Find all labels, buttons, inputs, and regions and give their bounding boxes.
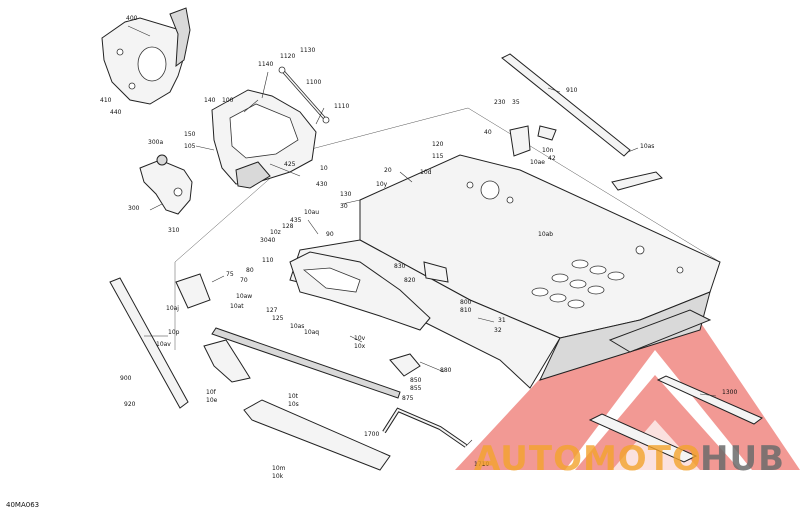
callout-label: 42 bbox=[548, 155, 556, 162]
callout-label: 3040 bbox=[260, 237, 275, 244]
callout-label: 10s bbox=[288, 401, 299, 408]
figure-code: 40MA063 bbox=[6, 501, 40, 509]
callout-label: 128 bbox=[282, 223, 294, 230]
callout-label: 410 bbox=[100, 97, 112, 104]
callout-label: 120 bbox=[432, 141, 444, 148]
callout-label: 35 bbox=[512, 99, 520, 106]
callout-label: 10f bbox=[206, 389, 217, 396]
callout-label: 880 bbox=[440, 367, 452, 374]
callout-label: 75 bbox=[226, 271, 234, 278]
bottom-rail bbox=[243, 399, 391, 471]
callout-label: 10aq bbox=[304, 329, 319, 336]
callout-label: 1120 bbox=[280, 53, 295, 60]
callout-label: 300 bbox=[128, 205, 140, 212]
callout-label: 800 bbox=[460, 299, 472, 306]
callout-label: 830 bbox=[394, 263, 406, 270]
lower-trim-strip bbox=[109, 277, 189, 409]
callout-label: 910 bbox=[566, 87, 578, 94]
callout-label: 820 bbox=[404, 277, 416, 284]
callout-label: 125 bbox=[272, 315, 284, 322]
strut-rod bbox=[278, 66, 330, 124]
callout-label: 30 bbox=[340, 203, 348, 210]
callout-label: 1300 bbox=[722, 389, 737, 396]
callout-label: 10 bbox=[320, 165, 328, 172]
callout-label: 10av bbox=[156, 341, 171, 348]
callout-label: 10aj bbox=[166, 305, 179, 312]
callout-label: 1110 bbox=[334, 103, 349, 110]
callout-label: 10at bbox=[230, 303, 244, 310]
callout-label: 920 bbox=[124, 401, 136, 408]
watermark-text: AUTOMOTO HUB bbox=[474, 439, 785, 479]
callout-label: 850 bbox=[410, 377, 422, 384]
left-side-bracket bbox=[139, 154, 193, 215]
callout-label: 110 bbox=[262, 257, 274, 264]
rub-strip bbox=[211, 327, 401, 399]
bar-1700 bbox=[382, 407, 468, 448]
callout-label: 1130 bbox=[300, 47, 315, 54]
callout-label: 115 bbox=[432, 153, 444, 160]
watermark-word-1: AUTOMOTO bbox=[474, 439, 702, 479]
callout-label: 400 bbox=[126, 15, 138, 22]
callout-label: 127 bbox=[266, 307, 278, 314]
callout-label: 855 bbox=[410, 385, 422, 392]
callout-label: 10z bbox=[270, 229, 281, 236]
callout-label: 230 bbox=[494, 99, 506, 106]
callout-label: 10aw bbox=[236, 293, 252, 300]
callout-label: 105 bbox=[184, 143, 196, 150]
callout-label: 10d bbox=[420, 169, 432, 176]
callout-label: 10x bbox=[354, 343, 366, 350]
callout-label: 900 bbox=[120, 375, 132, 382]
callout-label: 10ab bbox=[538, 231, 553, 238]
callout-label: 875 bbox=[402, 395, 414, 402]
callout-label: 810 bbox=[460, 307, 472, 314]
watermark-word-2: HUB bbox=[700, 439, 785, 479]
callout-label: 1100 bbox=[306, 79, 321, 86]
callout-label: 10as bbox=[290, 323, 304, 330]
callout-label: 10e bbox=[206, 397, 218, 404]
callout-label: 140 bbox=[204, 97, 216, 104]
callout-label: 10p bbox=[168, 329, 180, 336]
callout-label: 150 bbox=[184, 131, 196, 138]
callout-leaders bbox=[144, 87, 717, 447]
callout-label: 90 bbox=[326, 231, 334, 238]
steering-support-frame bbox=[211, 71, 317, 189]
callout-label: 10t bbox=[288, 393, 299, 400]
callout-label: 10as bbox=[640, 143, 654, 150]
callout-label: 80 bbox=[246, 267, 254, 274]
callout-label: 1140 bbox=[258, 61, 273, 68]
callout-label: 430 bbox=[316, 181, 328, 188]
callout-label: 10k bbox=[272, 473, 284, 480]
callout-label: 10au bbox=[304, 209, 319, 216]
callout-label: 10y bbox=[376, 181, 388, 188]
callout-label: 1710 bbox=[474, 461, 489, 468]
steering-column-bracket bbox=[101, 7, 191, 105]
callout-label: 100 bbox=[222, 97, 234, 104]
rear-bumper bbox=[588, 309, 763, 463]
callout-label: 70 bbox=[240, 277, 248, 284]
callout-label: 10v bbox=[354, 335, 366, 342]
callout-label: 435 bbox=[290, 217, 302, 224]
callout-label: 10m bbox=[272, 465, 286, 472]
callout-label: 440 bbox=[110, 109, 122, 116]
callout-label: 40 bbox=[484, 129, 492, 136]
lower-side-panel bbox=[289, 251, 431, 331]
callout-label: 31 bbox=[498, 317, 506, 324]
callout-label: 20 bbox=[384, 167, 392, 174]
callout-label: 310 bbox=[168, 227, 180, 234]
small-brackets bbox=[175, 125, 663, 383]
callout-label: 425 bbox=[284, 161, 296, 168]
callout-label: 10n bbox=[542, 147, 554, 154]
callout-label: 1700 bbox=[364, 431, 379, 438]
tunnel-vent-slots bbox=[531, 259, 625, 309]
callout-label: 130 bbox=[340, 191, 352, 198]
callout-label: 10ae bbox=[530, 159, 545, 166]
callout-label: 300a bbox=[148, 139, 163, 146]
callout-label: 32 bbox=[494, 327, 502, 334]
callout-labels: 400 410 440 1140 1120 1130 1100 1110 140… bbox=[100, 15, 737, 480]
upper-trim-strip bbox=[501, 53, 631, 157]
